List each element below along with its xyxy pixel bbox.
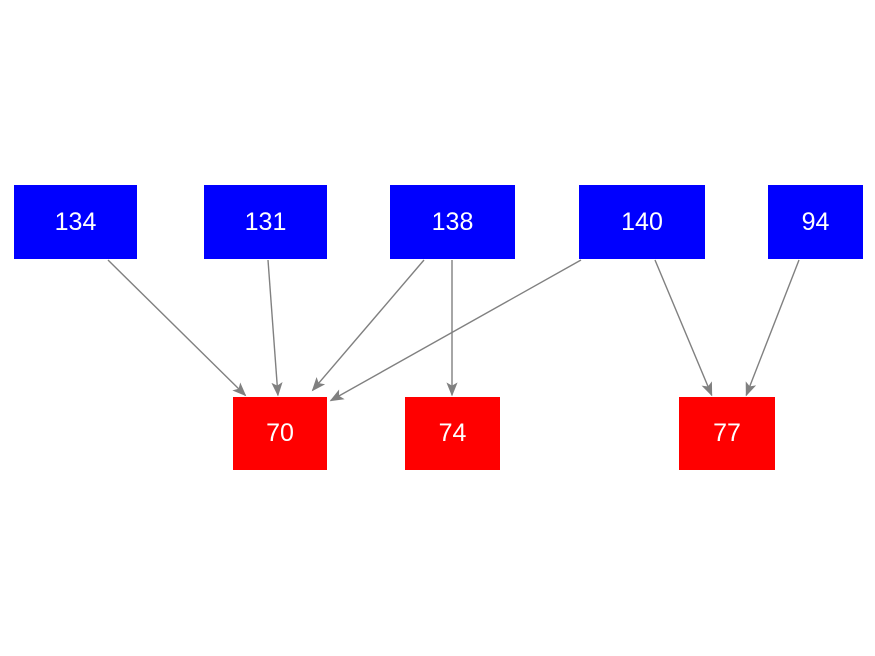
graph-node-74[interactable]: 74 [405, 397, 500, 470]
graph-node-77[interactable]: 77 [679, 397, 775, 470]
graph-edge [311, 259, 425, 392]
graph-edge [107, 259, 247, 397]
graph-node-94[interactable]: 94 [768, 185, 863, 259]
graph-node-label: 74 [438, 419, 467, 447]
graph-node-label: 77 [713, 419, 741, 447]
graph-node-label: 94 [801, 207, 830, 236]
graph-edge [654, 259, 713, 397]
graph-node-134[interactable]: 134 [14, 185, 137, 259]
graph-node-label: 138 [431, 207, 474, 236]
graph-node-label: 70 [266, 419, 294, 447]
graph-node-140[interactable]: 140 [579, 185, 705, 259]
graph-node-131[interactable]: 131 [204, 185, 327, 259]
graph-node-70[interactable]: 70 [233, 397, 327, 470]
graph-node-label: 131 [244, 207, 287, 236]
graph-node-138[interactable]: 138 [390, 185, 515, 259]
graph-edge [329, 259, 582, 402]
graph-edge [267, 259, 283, 397]
graph-node-label: 140 [621, 207, 663, 236]
graph-node-label: 134 [54, 207, 97, 236]
graph-edge [745, 259, 800, 397]
